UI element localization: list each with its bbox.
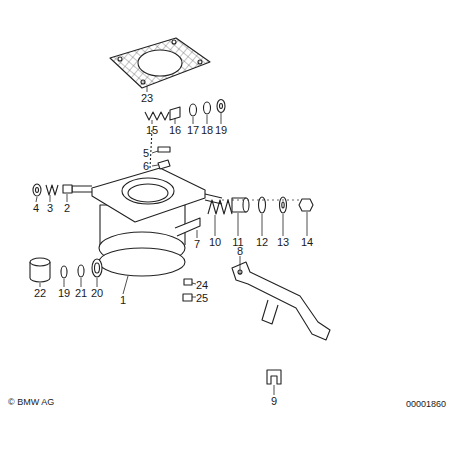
clip (267, 370, 281, 384)
callout-number: 21 (75, 288, 87, 299)
callout-number: 12 (256, 237, 268, 248)
callout-number: 19 (215, 125, 227, 136)
callout-number: 3 (47, 203, 53, 214)
callout-number: 18 (201, 125, 213, 136)
gasket (110, 38, 210, 88)
callout-number: 22 (34, 288, 46, 299)
imprint-text: 00001860 (406, 400, 446, 409)
callout-number: 1 (120, 295, 126, 306)
callout-number: 7 (194, 239, 200, 250)
callout-number: 6 (143, 161, 149, 172)
right-parts (208, 197, 313, 214)
callout-number: 17 (187, 125, 199, 136)
callout-number: 13 (277, 237, 289, 248)
callout-number: 23 (141, 93, 153, 104)
bracket (232, 262, 330, 340)
callout-number: 15 (146, 125, 158, 136)
callout-number: 20 (91, 288, 103, 299)
leader-lines (36, 86, 307, 395)
callout-number: 24 (196, 280, 208, 291)
callout-number: 25 (196, 293, 208, 304)
bottom-left-parts (30, 258, 102, 282)
callout-number: 19 (58, 288, 70, 299)
callout-number: 10 (209, 237, 221, 248)
imprint-text: © BMW AG (8, 398, 54, 407)
callout-number: 5 (143, 148, 149, 159)
callout-number: 8 (237, 246, 243, 257)
callout-number: 14 (301, 237, 313, 248)
top-parts (145, 100, 225, 170)
callout-number: 4 (33, 203, 39, 214)
left-parts (33, 184, 72, 196)
callout-number: 16 (169, 125, 181, 136)
throttle-body (72, 168, 222, 276)
nut-and-clip (183, 279, 192, 301)
callout-number: 9 (271, 396, 277, 407)
callout-number: 2 (64, 203, 70, 214)
